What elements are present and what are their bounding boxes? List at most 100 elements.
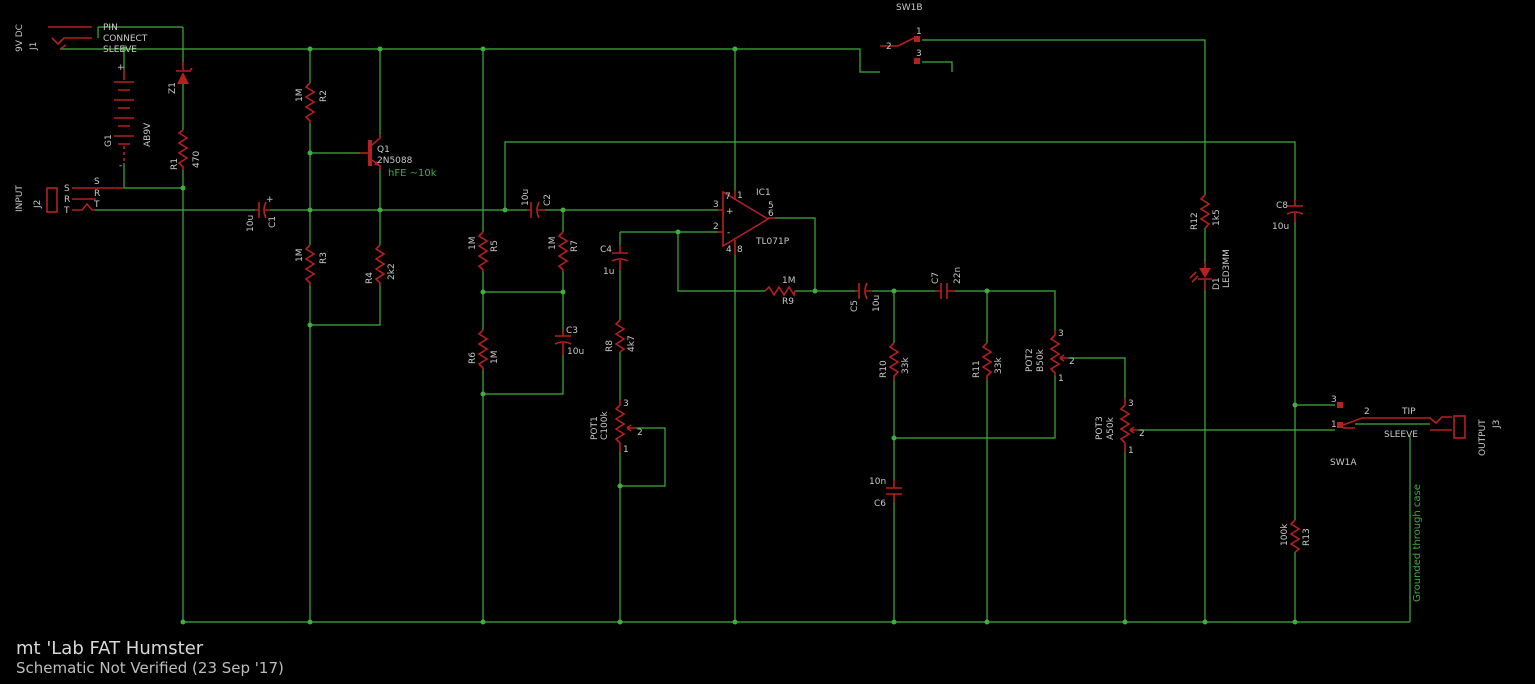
sw1b-pin2: 2 — [886, 42, 892, 52]
c3-label: C3 — [566, 326, 578, 336]
resistor-r11: R11 33k — [972, 342, 1004, 380]
resistor-r9: 1M R9 — [764, 276, 796, 307]
r13-label: R13 — [1302, 528, 1312, 546]
capacitor-c3: C3 10u — [554, 326, 584, 357]
r12-value: 1k5 — [1212, 209, 1222, 226]
c1-plus: + — [266, 195, 274, 205]
pot3-label: POT3 — [1095, 416, 1105, 440]
pot2-pin1: 1 — [1058, 374, 1064, 384]
r1-value: 470 — [192, 151, 202, 168]
g1-minus: - — [119, 161, 122, 171]
ic1-pin4: 4 — [726, 245, 732, 255]
r5-label: R5 — [490, 240, 500, 252]
c8-label: C8 — [1276, 201, 1288, 211]
r11-value: 33k — [994, 357, 1004, 374]
r12-label: R12 — [1190, 212, 1200, 230]
pot2-pin3: 3 — [1058, 329, 1064, 339]
pot1-pin1: 1 — [623, 445, 629, 455]
capacitor-c5: C5 10u — [850, 282, 882, 312]
j2-s-label: S — [64, 184, 70, 194]
q1-value: 2N5088 — [377, 156, 413, 166]
c7-value: 22n — [953, 267, 963, 284]
ic1-pin7: 7 — [725, 192, 731, 202]
pot3-pin1: 1 — [1128, 446, 1134, 456]
sw1b-label: SW1B — [896, 3, 923, 13]
pot3-pin3: 3 — [1128, 399, 1134, 409]
resistor-r8: R8 4k7 — [605, 319, 637, 353]
resistor-r4: R4 2k2 — [365, 244, 397, 285]
c7-label: C7 — [931, 272, 941, 284]
ic1-pin3: 3 — [713, 200, 719, 210]
j2-t-tip: T — [93, 200, 100, 210]
output-jack-j3: TIP SLEEVE J3 OUTPUT — [1380, 407, 1502, 456]
pot2-value: B50k — [1036, 348, 1046, 372]
j1-connect-label: CONNECT — [103, 34, 148, 44]
schematic-subtitle: Schematic Not Verified (23 Sep '17) — [16, 659, 284, 677]
c4-value: 1u — [603, 267, 614, 277]
c4-label: C4 — [600, 245, 612, 255]
c8-value: 10u — [1272, 222, 1289, 232]
j3-tip-label: TIP — [1401, 407, 1416, 417]
r11-label: R11 — [972, 360, 982, 378]
r3-value: 1M — [295, 249, 305, 263]
r7-label: R7 — [570, 240, 580, 252]
j2-r-tip: R — [94, 189, 100, 199]
battery-g1: + - G1 AB9V — [104, 63, 153, 171]
pot3-value: A50k — [1106, 416, 1116, 440]
c5-label: C5 — [850, 300, 860, 312]
c2-label: C2 — [543, 194, 553, 206]
c5-value: 10u — [872, 295, 882, 312]
pot3-pin2: 2 — [1139, 429, 1145, 439]
r7-value: 1M — [548, 237, 558, 251]
pot1-value: C100k — [600, 411, 610, 440]
g1-plus: + — [117, 63, 125, 73]
switch-sw1b: SW1B 2 1 3 — [880, 3, 923, 64]
capacitor-c6: 10n C6 — [869, 477, 902, 509]
opamp-ic1: + - IC1 TL071P 3 2 7 1 5 6 4 8 — [713, 188, 790, 255]
wires — [60, 26, 1430, 623]
resistor-r7: 1M R7 — [548, 231, 580, 272]
r9-value: 1M — [782, 276, 796, 286]
r13-value: 100k — [1280, 523, 1290, 546]
sw1a-label: SW1A — [1330, 458, 1357, 468]
input-jack-j2: INPUT J2 S R T S R T — [15, 177, 124, 216]
junctions — [121, 46, 1298, 625]
j1-label: J1 — [29, 42, 39, 51]
pot2-label: POT2 — [1025, 348, 1035, 372]
led-d1: D1 LED3MM — [1189, 249, 1232, 290]
resistor-r6: R6 1M — [468, 329, 500, 370]
pot1-pin2: 2 — [637, 428, 643, 438]
d1-value: LED3MM — [1222, 249, 1232, 288]
pot-pot2: POT2 B50k 3 2 1 — [1025, 329, 1075, 384]
j3-label: J3 — [1492, 420, 1502, 429]
capacitor-c8: C8 10u — [1272, 200, 1304, 232]
j2-t-label: T — [63, 206, 70, 216]
c2-value: 10u — [521, 189, 531, 206]
sw1a-pin3: 3 — [1331, 395, 1337, 405]
pot-pot1: POT1 C100k 3 2 1 — [590, 399, 643, 455]
zener-z1: Z1 — [168, 62, 193, 94]
pot1-pin3: 3 — [623, 399, 629, 409]
r10-label: R10 — [879, 360, 889, 378]
ic1-pin2: 2 — [713, 222, 719, 232]
capacitor-c7: C7 22n — [931, 267, 963, 299]
pot-pot3: POT3 A50k 3 2 1 — [1095, 398, 1145, 456]
q1-label: Q1 — [377, 145, 390, 155]
resistor-r13: 100k R13 — [1280, 519, 1312, 553]
c1-label: C1 — [268, 216, 278, 228]
ic1-plus: + — [726, 207, 734, 217]
r8-value: 4k7 — [627, 335, 637, 352]
pot1-label: POT1 — [590, 416, 600, 440]
sw1a-pin2: 2 — [1364, 407, 1370, 417]
r6-value: 1M — [490, 351, 500, 365]
r9-label: R9 — [782, 297, 794, 307]
z1-label: Z1 — [168, 82, 178, 94]
j2-s-tip: S — [94, 177, 100, 187]
resistor-r5: 1M R5 — [468, 231, 500, 272]
g1-value: AB9V — [143, 122, 153, 147]
capacitor-c4: C4 1u — [600, 245, 629, 277]
r5-value: 1M — [468, 237, 478, 251]
j2-r-label: R — [64, 195, 70, 205]
r8-label: R8 — [605, 340, 615, 352]
